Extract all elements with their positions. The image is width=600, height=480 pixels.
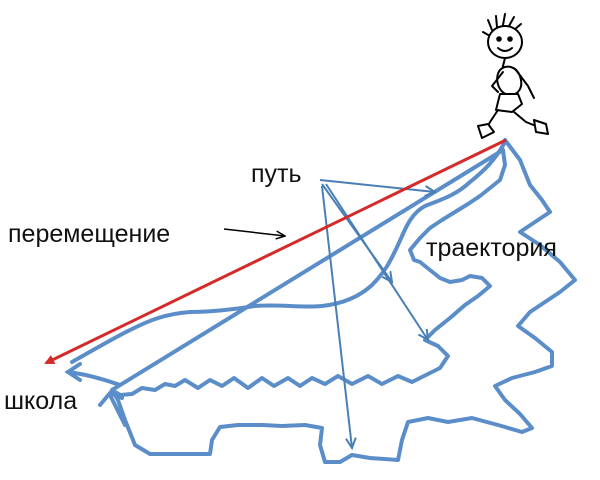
path-pointer-arrow-3 [325,183,428,340]
trajectory-end-arrow [98,390,127,427]
path-pointer-arrow-1 [319,179,435,192]
displacement-vector [44,138,507,365]
trajectory-label: траектория [426,234,557,262]
trajectory-outline [110,138,577,464]
school-label: школа [4,387,78,415]
displacement-pointer-arrow [223,228,285,236]
path-label: путь [251,160,302,188]
walking-boy-icon [477,13,549,139]
school-pointer-head [64,362,82,382]
path-pointer-arrow-4 [321,185,352,448]
trajectory-inner-curve [70,140,507,364]
displacement-label: перемещение [8,220,171,248]
